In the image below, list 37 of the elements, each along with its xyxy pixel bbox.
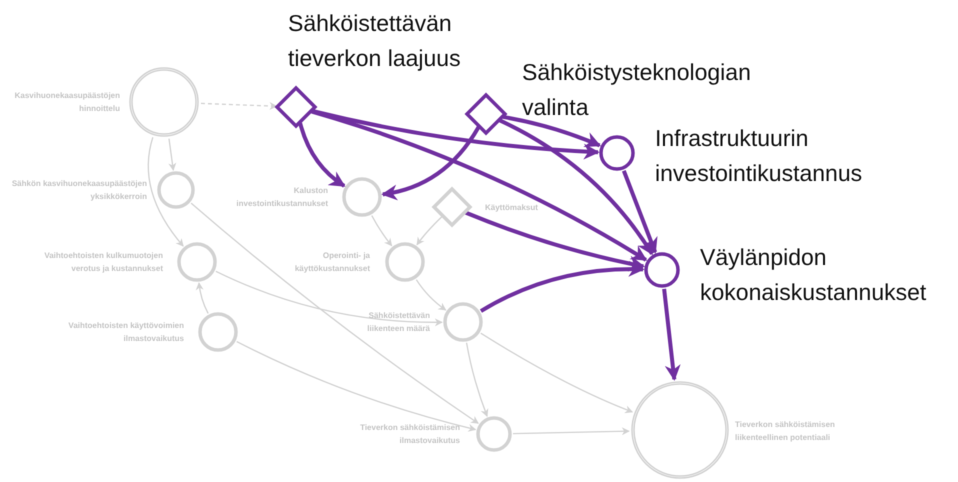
arrow [480, 261, 645, 313]
node-label: Operointi- ja käyttökustannukset [294, 250, 370, 275]
node-label: Kaluston investointikustannukset [235, 185, 328, 210]
arrow [311, 110, 648, 262]
arrow [148, 137, 184, 247]
node-label: Väylänpidon kokonaiskustannukset [700, 243, 928, 307]
arrow [236, 341, 476, 432]
arrow [416, 279, 446, 311]
arrow [216, 270, 443, 326]
arrow [480, 332, 634, 414]
node-label: Vaihtoehtoisten kulkumuotojen verotus ja kustannukset [43, 250, 163, 275]
arrow [298, 122, 346, 188]
node-label: Tieverkon sähköistämisen ilmastovaikutus [359, 422, 460, 447]
arrow [502, 114, 602, 148]
arrow [466, 342, 488, 418]
node-label: Sähkön kasvihuonekaasupäästöjen yksikkökerroin [10, 178, 147, 203]
node-label: Vaihtoehtoisten käyttövoimien ilmastovaikutus [67, 320, 184, 345]
arrow [312, 109, 600, 160]
arrow [200, 102, 278, 110]
node-label: Tieverkon sähköistämisen liikenteellinen potentiaali [735, 419, 836, 444]
arrow [168, 138, 176, 171]
arrow [662, 288, 681, 381]
node-label: Sähköistettävän liikenteen määrä [366, 310, 430, 335]
arrow [499, 118, 654, 256]
node-label: Sähköistysteknologian valinta [522, 58, 752, 122]
node-label: Kasvihuonekaasupäästöjen hinnoittelu [14, 90, 120, 115]
node-label: Infrastruktuurin investointikustannus [655, 124, 864, 188]
arrow [196, 282, 209, 314]
node-label: Käyttömaksut [485, 202, 539, 214]
arrow [416, 216, 443, 246]
arrow [622, 170, 658, 254]
arrow [512, 427, 630, 436]
arrow [371, 215, 392, 246]
node-label: Sähköistettävän tieverkon laajuus [288, 9, 462, 73]
arrow [190, 202, 479, 424]
arrow [381, 126, 480, 200]
arrow [464, 210, 645, 272]
